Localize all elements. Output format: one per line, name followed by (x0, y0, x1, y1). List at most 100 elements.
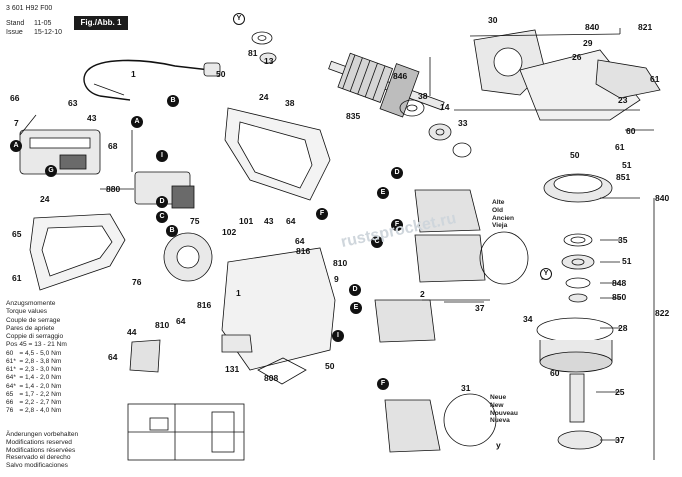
part-label-38: 38 (418, 91, 428, 101)
torque-pos: 61* (6, 357, 16, 365)
torque-pos: 64* (6, 382, 16, 390)
torque-pos: 61* (6, 366, 16, 374)
old-label-fr: Ancien (492, 214, 514, 222)
part-label-26: 26 (572, 52, 582, 62)
part-label-y-b: y (496, 440, 501, 450)
part-label-821: 821 (638, 22, 653, 32)
part-label-835: 835 (346, 111, 361, 121)
old-label-es: Vieja (492, 222, 508, 230)
part-label-23: 23 (618, 95, 628, 105)
torque-row: 64* = 1,4 - 2,0 Nm (6, 374, 69, 382)
torque-value: = 4,5 - 5,0 Nm (19, 349, 62, 357)
part-label-804: 43 (87, 113, 97, 123)
part-label-66: 66 (10, 93, 20, 103)
torque-title-de: Anzugsmomente (6, 300, 56, 307)
torque-row: 76 = 2,8 - 4,0 Nm (6, 407, 69, 415)
part-label-810-a: 810 (333, 258, 348, 268)
part-label-848: 848 (612, 278, 627, 288)
callout-d-3: D (349, 284, 361, 296)
part-label-30: 30 (488, 15, 498, 25)
callout-d-1: D (156, 196, 168, 208)
callout-b-2: B (166, 225, 178, 237)
torque-value: = 2,8 - 3,8 Nm (19, 357, 62, 365)
modifications-it: Salvo modificaciones (6, 462, 68, 470)
part-label-44: 44 (127, 327, 137, 337)
callout-e-1: E (377, 187, 389, 199)
old-labels: Alte Old Ancien Vieja (492, 199, 514, 230)
part-label-32: 51 (622, 256, 632, 266)
torque-value: = 1,4 - 2,0 Nm (19, 382, 62, 390)
callout-i-2: I (332, 330, 344, 342)
callout-y-2: Y (540, 268, 552, 280)
issue-label: Issue (6, 29, 23, 36)
part-label-851: 851 (616, 172, 631, 182)
part-label-810-b: 810 (155, 320, 170, 330)
part-label-33: 33 (458, 118, 468, 128)
torque-pos: 76 (6, 407, 14, 415)
part-label-35: 35 (618, 235, 628, 245)
torque-row: 61* = 2,3 - 3,0 Nm (6, 366, 69, 374)
torque-table: Pos 45 = 13 - 21 Nm 60 = 4,5 - 5,0 Nm 61… (6, 341, 69, 415)
torque-value: = 1,4 - 2,0 Nm (19, 374, 62, 382)
part-label-28: 28 (618, 323, 628, 333)
part-label-131: 131 (225, 364, 240, 374)
torque-title-es: Pares de apriete (6, 324, 55, 332)
part-label-805: 50 (216, 69, 226, 79)
part-label-803: 38 (285, 98, 295, 108)
part-number: 3 601 H92 F00 (6, 5, 53, 12)
callout-f-1: F (316, 208, 328, 220)
new-label-en: New (490, 401, 504, 409)
part-label-840: 840 (585, 22, 600, 32)
part-label-808: 808 (264, 373, 279, 383)
part-label-34: 34 (523, 314, 533, 324)
torque-value: 45 = 13 - 21 Nm (19, 341, 67, 349)
callout-y-1: Y (233, 13, 245, 25)
torque-pos: 66 (6, 398, 14, 406)
new-labels: Neue New Nouveau Nueva (490, 394, 518, 425)
torque-pos: 60 (6, 349, 14, 357)
part-label-822: 822 (655, 308, 670, 318)
torque-row: 66 = 2,2 - 2,7 Nm (6, 399, 69, 407)
part-label-64-b: 64 (295, 236, 305, 246)
part-label-6: 1 (131, 69, 136, 79)
torque-row: 65 = 1,7 - 2,2 Nm (6, 391, 69, 399)
old-label-en: Old (492, 206, 503, 214)
part-label-43: 43 (264, 216, 274, 226)
part-label-101: 101 (239, 216, 254, 226)
torque-pos: Pos (6, 341, 18, 349)
part-label-64-d: 64 (108, 352, 118, 362)
modifications-fr: Modifications réservées (6, 446, 76, 454)
part-label-102: 102 (222, 227, 237, 237)
part-label-37: 37 (615, 435, 625, 445)
part-label-65: 65 (12, 229, 22, 239)
part-label-61-c: 61 (615, 142, 625, 152)
part-label-45: 50 (570, 150, 580, 160)
part-label-826: 840 (655, 193, 670, 203)
part-label-7: 7 (14, 118, 19, 128)
torque-row: Pos 45 = 13 - 21 Nm (6, 341, 69, 349)
part-label-850: 850 (612, 292, 627, 302)
part-label-76: 76 (132, 277, 142, 287)
part-label-64-c: 64 (176, 316, 186, 326)
torque-value: = 2,8 - 4,0 Nm (19, 407, 62, 415)
part-label-68: 68 (108, 141, 118, 151)
modifications-de: Änderungen vorbehalten (6, 431, 79, 438)
callout-c-1: C (156, 211, 168, 223)
torque-title-en: Torque values (6, 308, 48, 316)
callout-b-1: B (167, 95, 179, 107)
torque-row: 61* = 2,8 - 3,8 Nm (6, 358, 69, 366)
modifications-note: Änderungen vorbehalten Modifications res… (6, 431, 78, 470)
part-label-64-a: 64 (286, 216, 296, 226)
callout-i-1: I (156, 150, 168, 162)
callout-a-2: A (10, 140, 22, 152)
torque-pos: 64* (6, 374, 16, 382)
part-label-802: 37 (475, 303, 485, 313)
part-label-846: 846 (393, 71, 408, 81)
callout-a-1: A (131, 116, 143, 128)
torque-row: 64* = 1,4 - 2,0 Nm (6, 383, 69, 391)
torque-value: = 2,2 - 2,7 Nm (19, 398, 62, 406)
callout-c-2: C (371, 236, 383, 248)
torque-value: = 2,3 - 3,0 Nm (19, 366, 62, 374)
